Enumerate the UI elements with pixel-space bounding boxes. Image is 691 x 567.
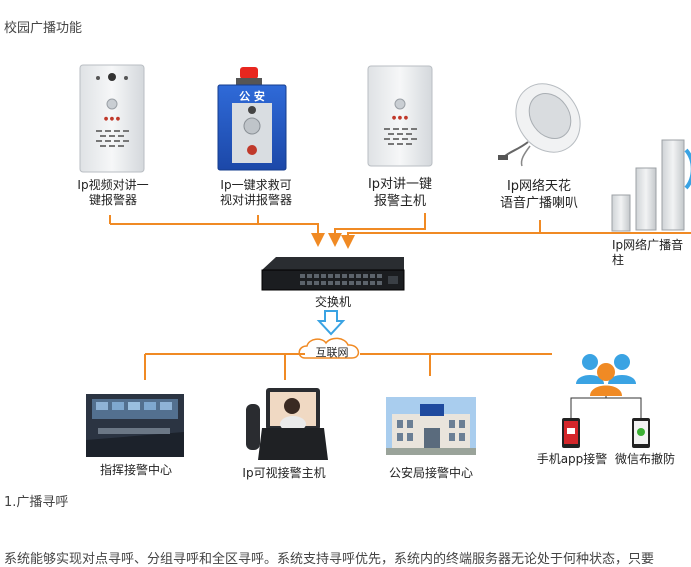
section-title: 1.广播寻呼 [4, 495, 69, 510]
panel-police-text: 公 安 [239, 89, 265, 103]
label-mobile-app: 手机app接警 [536, 452, 608, 466]
network-switch-device [261, 257, 405, 291]
wechat-phone-icon [632, 418, 650, 448]
label-ip-intercom-host: Ip对讲一键报警主机 [367, 177, 433, 209]
police-bureau-image [386, 397, 476, 455]
label-command-center: 指挥接警中心 [99, 463, 172, 477]
label-video-host: Ip可视接警主机 [242, 466, 326, 480]
label-ceiling-speaker: Ip网络天花语音广播喇叭 [499, 179, 578, 211]
bottom-connection-lines [144, 353, 552, 380]
users-group-icon [576, 354, 636, 396]
label-internet: 互联网 [315, 346, 349, 359]
body-paragraph: 系统能够实现对点寻呼、分组寻呼和全区寻呼。系统支持寻呼优先，系统内的终端服务器无… [4, 552, 655, 567]
page-title: 校园广播功能 [4, 21, 83, 36]
label-column-speaker: Ip网络广播音柱 [612, 238, 684, 267]
top-connection-lines [109, 213, 691, 249]
label-wechat: 微信布撤防 [614, 452, 675, 466]
video-phone-image [246, 388, 328, 460]
svg-text:● ● ●: ● ● ● [392, 115, 409, 121]
label-switch: 交换机 [314, 295, 351, 309]
one-key-rescue-device [217, 67, 287, 171]
ip-video-intercom-device: ● ● ● [79, 64, 145, 173]
label-police-center: 公安局接警中心 [388, 466, 473, 480]
mobile-app-phone-icon [562, 418, 580, 448]
svg-text:● ● ●: ● ● ● [104, 116, 121, 122]
column-speaker-device [611, 139, 691, 232]
ip-intercom-host-device: ● ● ● [367, 65, 433, 167]
label-ip-video-intercom: Ip视频对讲一键报警器 [77, 178, 149, 207]
down-arrow-icon [316, 310, 346, 336]
ceiling-speaker-device [498, 83, 581, 167]
internet-cloud-icon [298, 337, 360, 359]
command-center-image [86, 394, 184, 457]
label-one-key-rescue: Ip一键求救可视对讲报警器 [219, 178, 292, 207]
